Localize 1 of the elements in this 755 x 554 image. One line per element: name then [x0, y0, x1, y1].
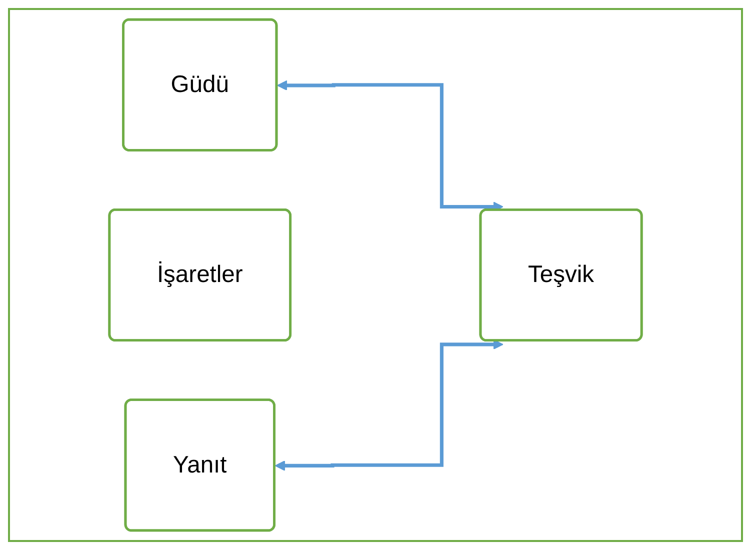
arrow: [274, 339, 504, 471]
